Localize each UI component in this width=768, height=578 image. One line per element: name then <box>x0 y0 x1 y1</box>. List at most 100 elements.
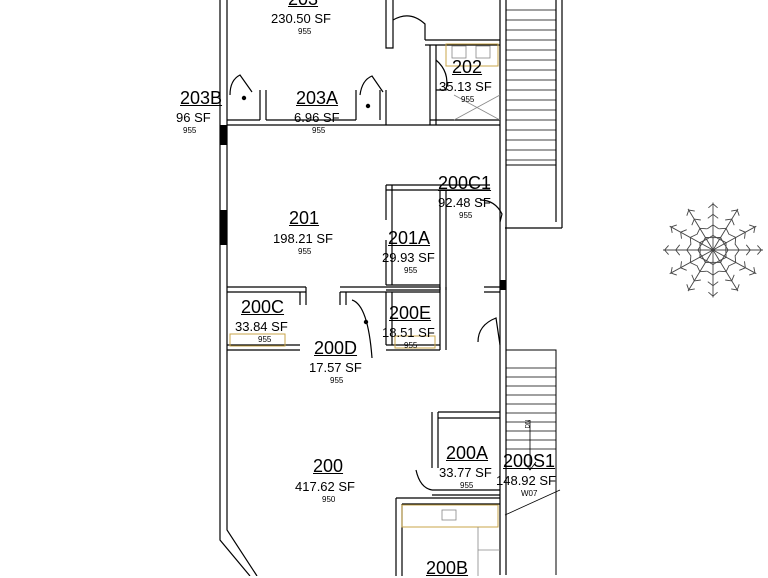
tree-leaf <box>670 224 677 233</box>
wall-203-right <box>385 0 394 49</box>
tree-leaf <box>691 274 701 282</box>
tree-leaf <box>686 243 692 257</box>
room-area: 18.51 SF <box>382 325 435 340</box>
tree-leaf <box>706 224 720 230</box>
wall-200a <box>431 411 500 468</box>
room-number: 202 <box>452 57 483 77</box>
wall-200b-inner <box>477 527 500 576</box>
tree-leaf <box>734 243 740 257</box>
room-code: 955 <box>404 266 418 275</box>
stair-icon-bottom <box>506 349 557 575</box>
tree-leaf <box>712 236 725 245</box>
room-area: 17.57 SF <box>309 360 362 375</box>
tree-leaf <box>719 265 730 273</box>
tree-branch <box>687 249 714 292</box>
door-swing-icon-200a <box>415 469 433 491</box>
tree-icon <box>663 202 763 298</box>
tree-leaf <box>725 274 735 282</box>
fixture-icon-202 <box>445 43 499 67</box>
door-swing-icon-corridor <box>477 317 501 346</box>
tree-leaf <box>708 291 718 297</box>
tree-leaf <box>675 244 681 256</box>
tree-leaf <box>699 249 707 262</box>
sink-icon-200b <box>441 509 457 521</box>
room-area: 29.93 SF <box>382 250 435 265</box>
tree-leaf <box>725 218 735 226</box>
tree-leaf <box>689 233 697 245</box>
tree-leaf <box>739 229 746 239</box>
tree-leaf <box>739 261 746 271</box>
tree-leaf <box>706 270 720 276</box>
room-area: 148.92 SF <box>496 473 556 488</box>
room-area: 33.84 SF <box>235 319 288 334</box>
tree-leaf <box>691 218 701 226</box>
tree-leaf <box>686 209 695 216</box>
room-code: 950 <box>322 495 336 504</box>
tree-branch <box>712 249 739 292</box>
marker-dot-203b <box>241 95 247 101</box>
tree-branch <box>669 225 714 251</box>
door-swing-icon-200d <box>351 299 373 359</box>
tree-leaf <box>719 238 727 251</box>
room-code: 955 <box>459 211 473 220</box>
tree-leaf <box>731 284 740 291</box>
tree-leaf <box>701 255 714 264</box>
tree-leaf <box>708 203 718 209</box>
tree-leaf <box>719 249 727 262</box>
tree-branch <box>687 208 714 251</box>
room-code: 955 <box>298 247 312 256</box>
stair-direction-arrow <box>523 420 537 471</box>
tree-leaf <box>731 209 740 216</box>
fixture-icon-200c <box>229 333 286 347</box>
room-number: 203A <box>296 88 339 108</box>
room-number: 200S1 <box>503 451 556 471</box>
wall-row-203 <box>227 90 430 126</box>
tree-leaf <box>707 281 719 287</box>
wall-202 <box>425 39 500 126</box>
tree-leaf <box>723 243 729 257</box>
sink-icon-202a <box>451 45 467 59</box>
room-number: 203 <box>288 0 318 8</box>
door-swing-icon-202 <box>435 59 448 91</box>
room-number: 200C1 <box>438 173 492 193</box>
room-code: 955 <box>404 341 418 350</box>
stair-break-line <box>504 489 561 516</box>
tree-leaf <box>706 234 720 240</box>
room-number: 200E <box>389 303 432 323</box>
room-area: 417.62 SF <box>295 479 355 494</box>
room-area: 96 SF <box>176 110 211 125</box>
tree-branch <box>669 249 714 275</box>
wall-201a <box>385 190 447 291</box>
stair-direction-label: DN <box>525 419 532 429</box>
room-area: 6.96 SF <box>294 110 340 125</box>
exterior-wall-left <box>219 0 251 576</box>
room-number: 201 <box>289 208 320 228</box>
room-area: 198.21 SF <box>273 231 333 246</box>
room-code: 955 <box>312 126 326 135</box>
tree-leaf <box>729 255 737 267</box>
room-code: 955 <box>460 481 474 490</box>
tree-leaf <box>680 261 687 271</box>
tree-leaf <box>701 236 714 245</box>
room-number: 200C <box>241 297 285 317</box>
room-code: 955 <box>258 335 272 344</box>
room-code: 955 <box>298 27 312 36</box>
tree-leaf <box>706 260 720 266</box>
tree-leaf <box>670 267 677 276</box>
tree-branch <box>712 249 757 275</box>
wall-200c1 <box>385 184 490 240</box>
room-code: W07 <box>521 489 538 498</box>
room-number: 200A <box>446 443 489 463</box>
tree-leaf <box>689 255 697 267</box>
wall-200a-bottom <box>432 489 500 496</box>
tree-leaf <box>745 244 751 256</box>
stair-icon-top <box>505 0 557 166</box>
sink-icon-202b <box>475 45 491 59</box>
tree-leaf <box>696 227 707 235</box>
tree-leaf <box>686 284 695 291</box>
room-number: 200D <box>314 338 358 358</box>
tree-leaf <box>757 245 762 255</box>
cross-icon-202 <box>453 94 501 121</box>
wall-200b <box>395 497 500 576</box>
room-area: 33.77 SF <box>439 465 492 480</box>
